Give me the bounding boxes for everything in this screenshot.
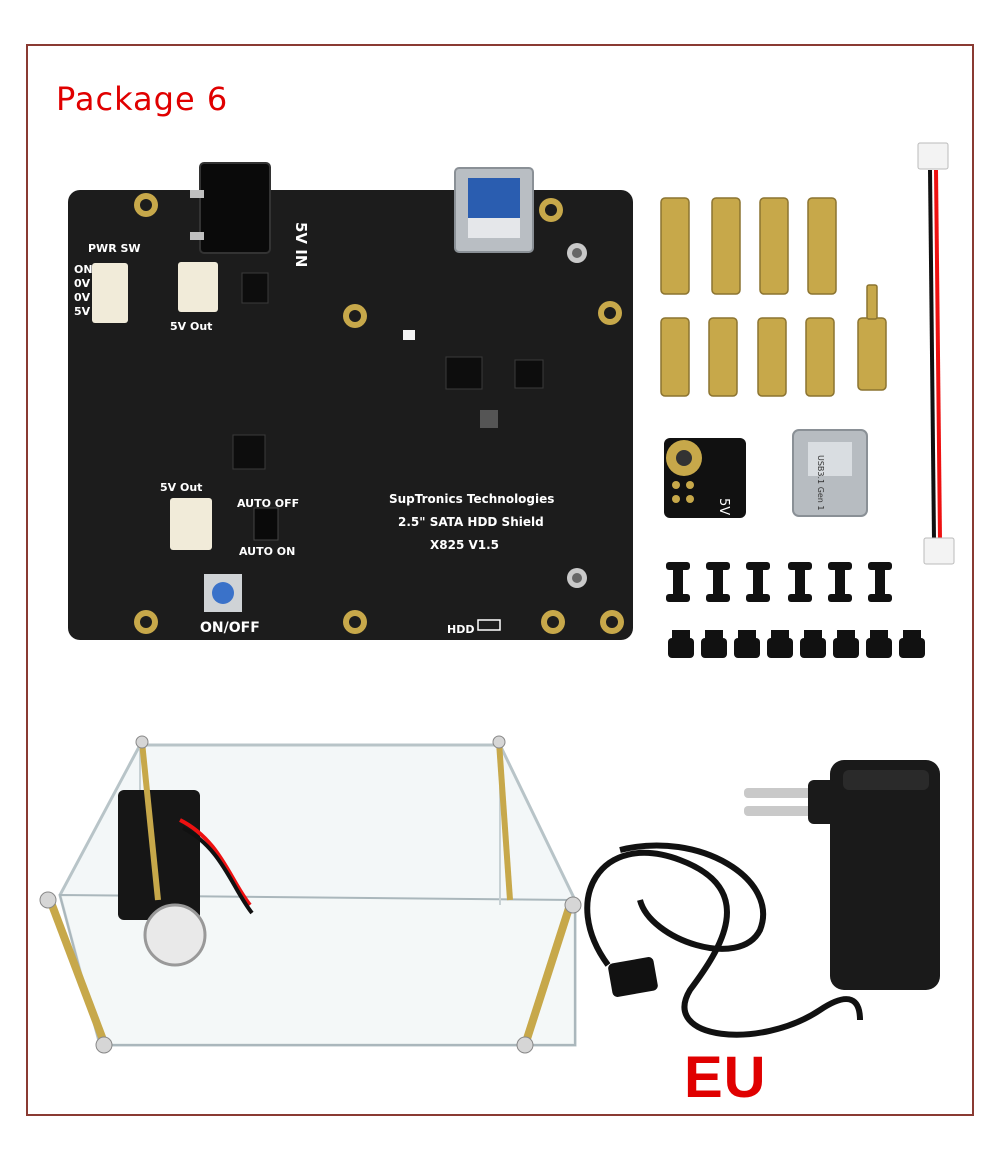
package-title: Package 6 [56,80,229,118]
usb-bridge: USB3.1 Gen 1 [792,429,868,517]
jst-cable [917,142,955,565]
out-top-label: 5V Out [170,320,212,333]
eu-power-supply [584,760,940,1038]
pwr-pin-5v: 5V [74,305,91,318]
hdd-shield-board: 5V IN PWR SW ON 0V 0V 5V 5V Out 5V Out A… [68,162,633,640]
pwr-pin-0v-b: 0V [74,291,91,304]
pwr-sw-label: PWR SW [88,242,141,255]
adapter-label: 5V [716,498,731,515]
screws [666,562,925,658]
auto-on-label: AUTO ON [239,545,295,558]
auto-off-label: AUTO OFF [237,497,299,510]
pcb-model: X825 V1.5 [430,538,499,552]
pcb-brand: SupTronics Technologies [389,492,554,506]
out-bottom-label: 5V Out [160,481,202,494]
on-off-label: ON/OFF [200,620,260,636]
power-adapter-module: 5V [664,438,746,518]
hdd-label: HDD [447,623,474,636]
power-in-label: 5V IN [292,222,310,267]
pwr-pin-0v-a: 0V [74,277,91,290]
usb-bridge-label: USB3.1 Gen 1 [816,455,825,511]
pwr-pin-on: ON [74,263,93,276]
pcb-product: 2.5" SATA HDD Shield [398,515,544,529]
brass-standoffs [660,197,887,397]
region-label: EU [684,1045,767,1110]
acrylic-case [39,735,582,1054]
